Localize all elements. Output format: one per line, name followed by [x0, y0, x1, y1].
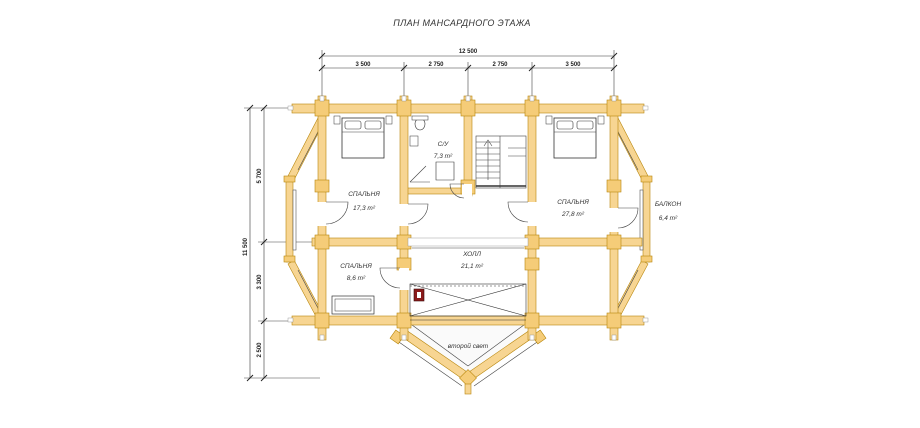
room-labels: СПАЛЬНЯ 17,3 m² С/У 7,3 m² СПАЛЬНЯ 27,8 …	[340, 141, 681, 350]
room-balcony-name: БАЛКОН	[655, 201, 682, 208]
furniture	[331, 115, 605, 321]
dim-top-3: 2 750	[492, 62, 508, 68]
dim-top-4: 3 500	[565, 62, 581, 68]
room-bedroom-left-bottom-area: 8,6 m²	[347, 275, 366, 282]
plan-title: ПЛАН МАНСАРДНОГО ЭТАЖА	[393, 18, 530, 28]
room-bedroom-left-bottom-name: СПАЛЬНЯ	[340, 263, 372, 270]
room-hall-name: ХОЛЛ	[462, 251, 481, 258]
dim-left-3: 2 500	[257, 342, 263, 358]
room-bathroom-name: С/У	[438, 141, 450, 148]
room-bedroom-left-top-name: СПАЛЬНЯ	[348, 191, 380, 198]
room-bathroom-area: 7,3 m²	[434, 153, 453, 160]
dim-top-2: 2 750	[428, 62, 444, 68]
dim-left-2: 3 300	[257, 274, 263, 290]
dim-total-width: 12 500	[459, 49, 478, 55]
room-second-light-name: второй свет	[448, 342, 489, 350]
room-bedroom-right-area: 27,8 m²	[561, 211, 585, 218]
room-bedroom-left-top-area: 17,3 m²	[353, 205, 376, 212]
room-hall-area: 21,1 m²	[460, 263, 484, 270]
staircase	[475, 135, 527, 189]
left-bay-window	[283, 113, 327, 325]
doors	[317, 183, 639, 290]
dim-top-1: 3 500	[355, 62, 371, 68]
dim-left-1: 5 700	[257, 168, 263, 184]
room-balcony-area: 6,4 m²	[659, 215, 678, 222]
room-bedroom-right-name: СПАЛЬНЯ	[557, 199, 589, 206]
left-dimensions: 11 500 5 700 3 300 2 500	[243, 104, 320, 382]
second-light-bay	[389, 321, 547, 395]
top-dimensions: 12 500 3 500 2 750 2 750 3 500	[318, 49, 618, 110]
dim-total-height: 11 500	[243, 237, 249, 256]
